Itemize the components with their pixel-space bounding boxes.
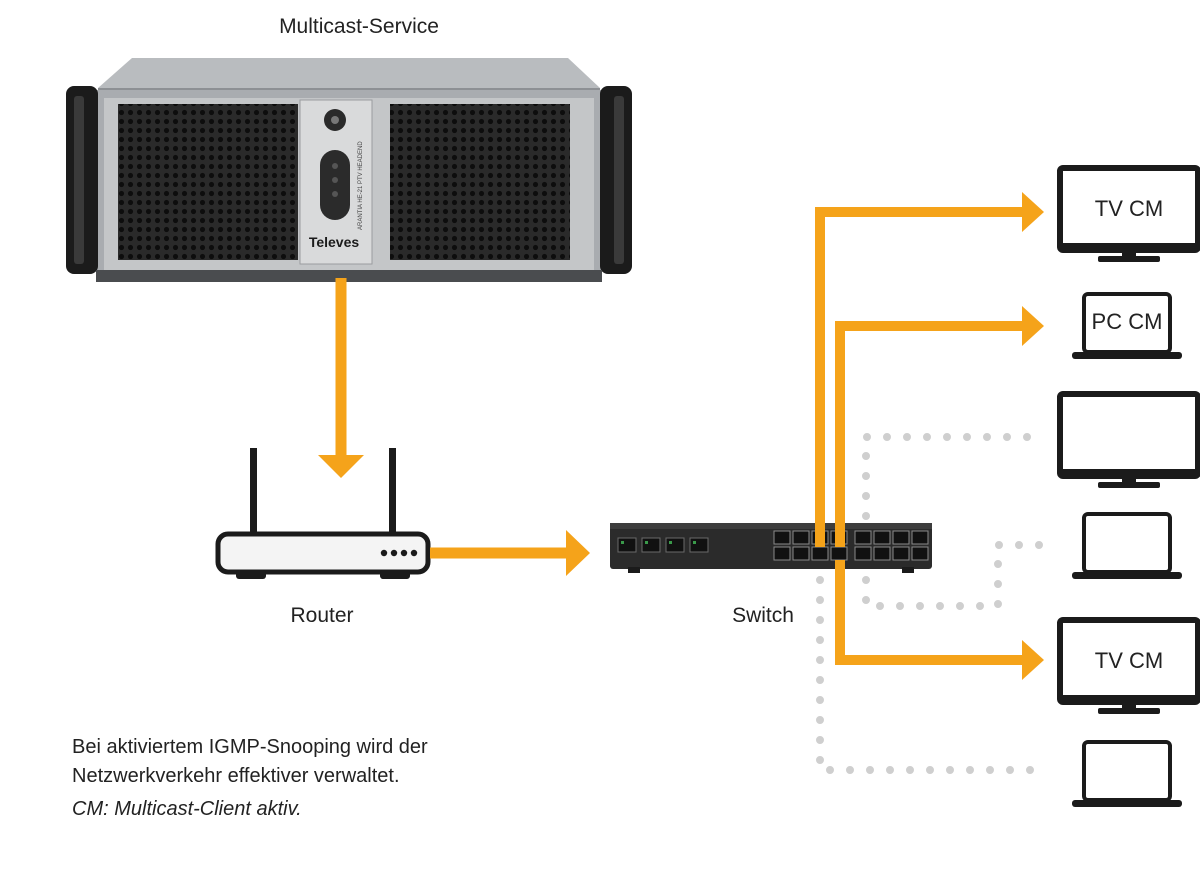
client-tv-1 (1057, 165, 1200, 262)
switch-icon (610, 523, 932, 573)
inactive-flow-lines (816, 433, 1052, 774)
client-laptop-1-label: PC CM (1091, 309, 1163, 334)
switch-label: Switch (732, 604, 794, 627)
diagram-title: Multicast-Service (279, 15, 439, 38)
igmp-note: Bei aktiviertem IGMP-Snooping wird der N… (72, 736, 428, 787)
server-model-text: ARANTIA HE-21 PTV HEADEND (358, 141, 364, 230)
client-tv-3-label: TV CM (1094, 648, 1164, 673)
active-flow-arrowheads (1022, 192, 1044, 680)
client-tv-1-label: TV CM (1094, 196, 1164, 221)
client-laptop-1 (1072, 292, 1182, 359)
client-laptop-2 (1072, 512, 1182, 579)
legend-text: CM: Multicast-Client aktiv. (72, 798, 302, 820)
active-flow-lines (815, 207, 1028, 665)
client-tv-2 (1057, 391, 1200, 488)
flow-arrow-router-switch (430, 530, 590, 576)
server-icon (66, 58, 632, 282)
client-laptop-3 (1072, 740, 1182, 807)
client-tv-3 (1057, 617, 1200, 714)
flow-arrow-server-router (318, 278, 364, 478)
server-brand-text: Televes (309, 234, 360, 250)
router-label: Router (290, 604, 354, 627)
router-icon (215, 448, 431, 579)
